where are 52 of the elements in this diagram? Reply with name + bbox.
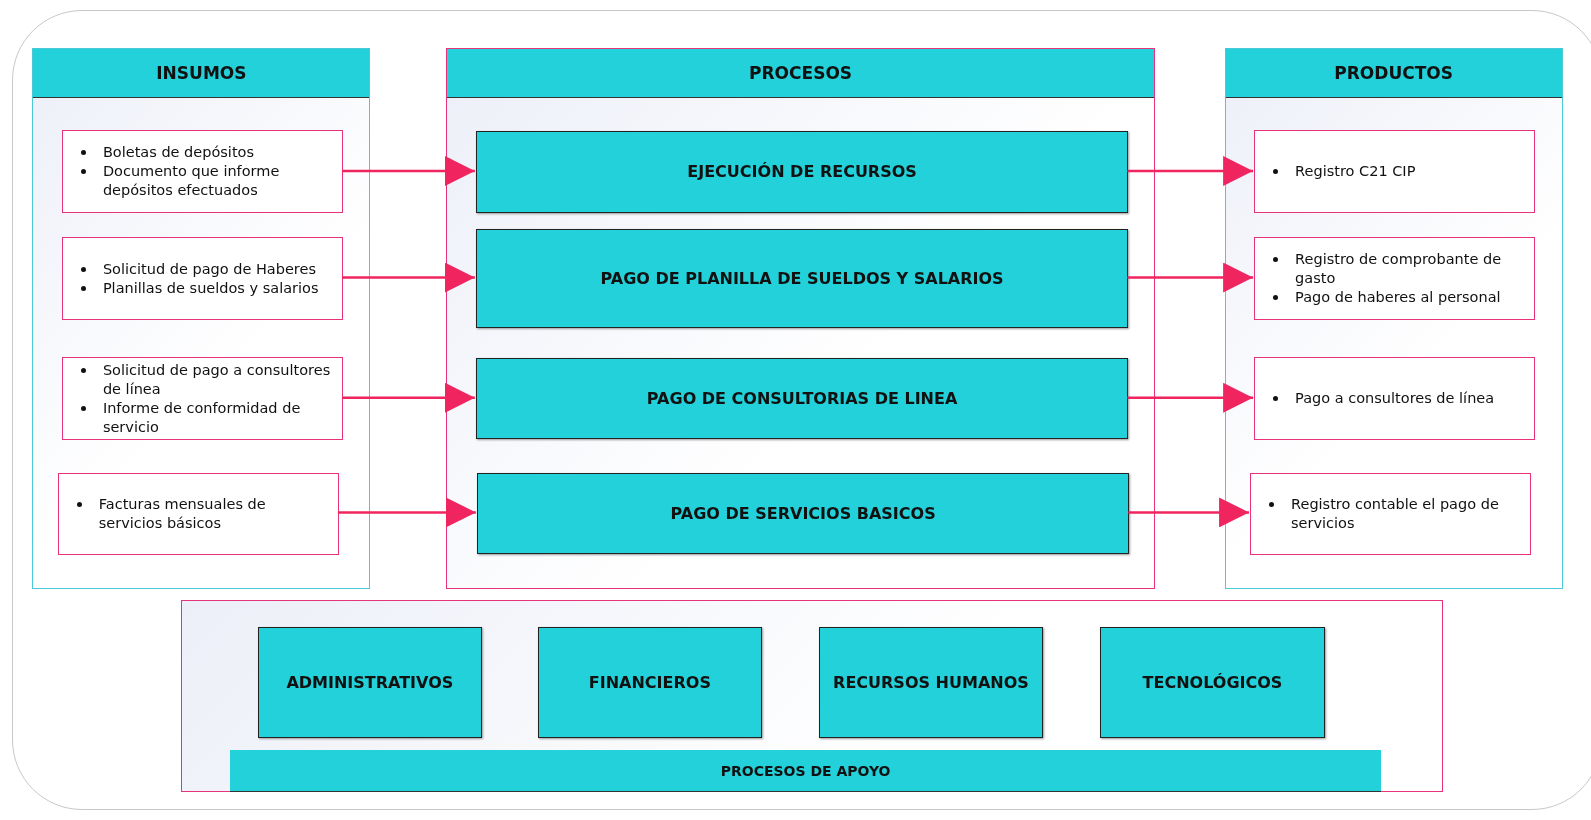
bullet-text: Informe de conformidad de servicio: [102, 399, 301, 435]
column-heading: PROCESOS: [447, 48, 1154, 98]
process-label: ADMINISTRATIVOS: [286, 672, 454, 692]
column-heading: PRODUCTOS: [1225, 48, 1562, 98]
process-box: [475, 229, 1129, 328]
bullet-text: Pago a consultores de línea: [1295, 390, 1495, 407]
process-box: [476, 472, 1130, 554]
process-label: PAGO DE CONSULTORIAS DE LINEA: [646, 389, 958, 409]
column-panel: [446, 47, 1155, 589]
input-box: [61, 129, 343, 214]
process-box: [1099, 627, 1326, 738]
support-panel: [180, 599, 1443, 793]
process-box: [475, 358, 1129, 440]
process-box: [537, 627, 762, 738]
process-label: TECNOLÓGICOS: [1142, 672, 1283, 692]
input-box: [61, 357, 343, 441]
chevron-arrow: [1127, 155, 1254, 186]
bullet-text: Pago de haberes al personal: [1295, 288, 1501, 305]
process-label: PAGO DE PLANILLA DE SUELDOS Y SALARIOS: [600, 269, 1004, 288]
process-box: [818, 627, 1044, 738]
output-box: [1250, 472, 1532, 555]
output-box: [1254, 357, 1536, 441]
process-box: [257, 627, 482, 738]
bullet-text: Registro contable el pago de servicios: [1291, 496, 1499, 531]
column-panel: [1224, 47, 1563, 589]
column-heading: INSUMOS: [33, 48, 370, 98]
process-box: [475, 130, 1129, 214]
bullet-text: Boletas de depósitos: [102, 144, 254, 161]
chevron-arrow: [337, 497, 476, 528]
column-panel: [32, 47, 371, 589]
process-label: EJECUCIÓN DE RECURSOS: [687, 162, 917, 182]
process-label: RECURSOS HUMANOS: [833, 672, 1029, 692]
bullet-text: Registro C21 CIP: [1295, 163, 1416, 180]
output-box: [1254, 237, 1536, 320]
process-label: PAGO DE SERVICIOS BASICOS: [670, 503, 936, 523]
chevron-arrow: [1127, 382, 1254, 413]
bullet-text: Planillas de sueldos y salarios: [102, 279, 319, 296]
bullet-text: Solicitud de pago a consultores de línea: [102, 362, 331, 397]
input-box: [61, 237, 343, 320]
bullet-text: Solicitud de pago de Haberes: [102, 260, 316, 277]
chevron-arrow: [341, 155, 475, 186]
support-band: PROCESOS DE APOYO: [230, 749, 1381, 793]
output-box: [1254, 129, 1536, 214]
chevron-arrow: [341, 262, 475, 293]
chevron-arrow: [341, 382, 475, 413]
bullet-text: Documento que informe depósitos efectuados: [102, 163, 280, 198]
input-box: [57, 472, 339, 555]
chevron-arrow: [1128, 497, 1250, 528]
chevron-arrow: [1127, 262, 1254, 293]
bullet-text: Registro de comprobante de gasto: [1295, 251, 1502, 287]
bullet-text: Facturas mensuales de servicios básicos: [98, 496, 266, 531]
process-label: FINANCIEROS: [588, 672, 711, 692]
